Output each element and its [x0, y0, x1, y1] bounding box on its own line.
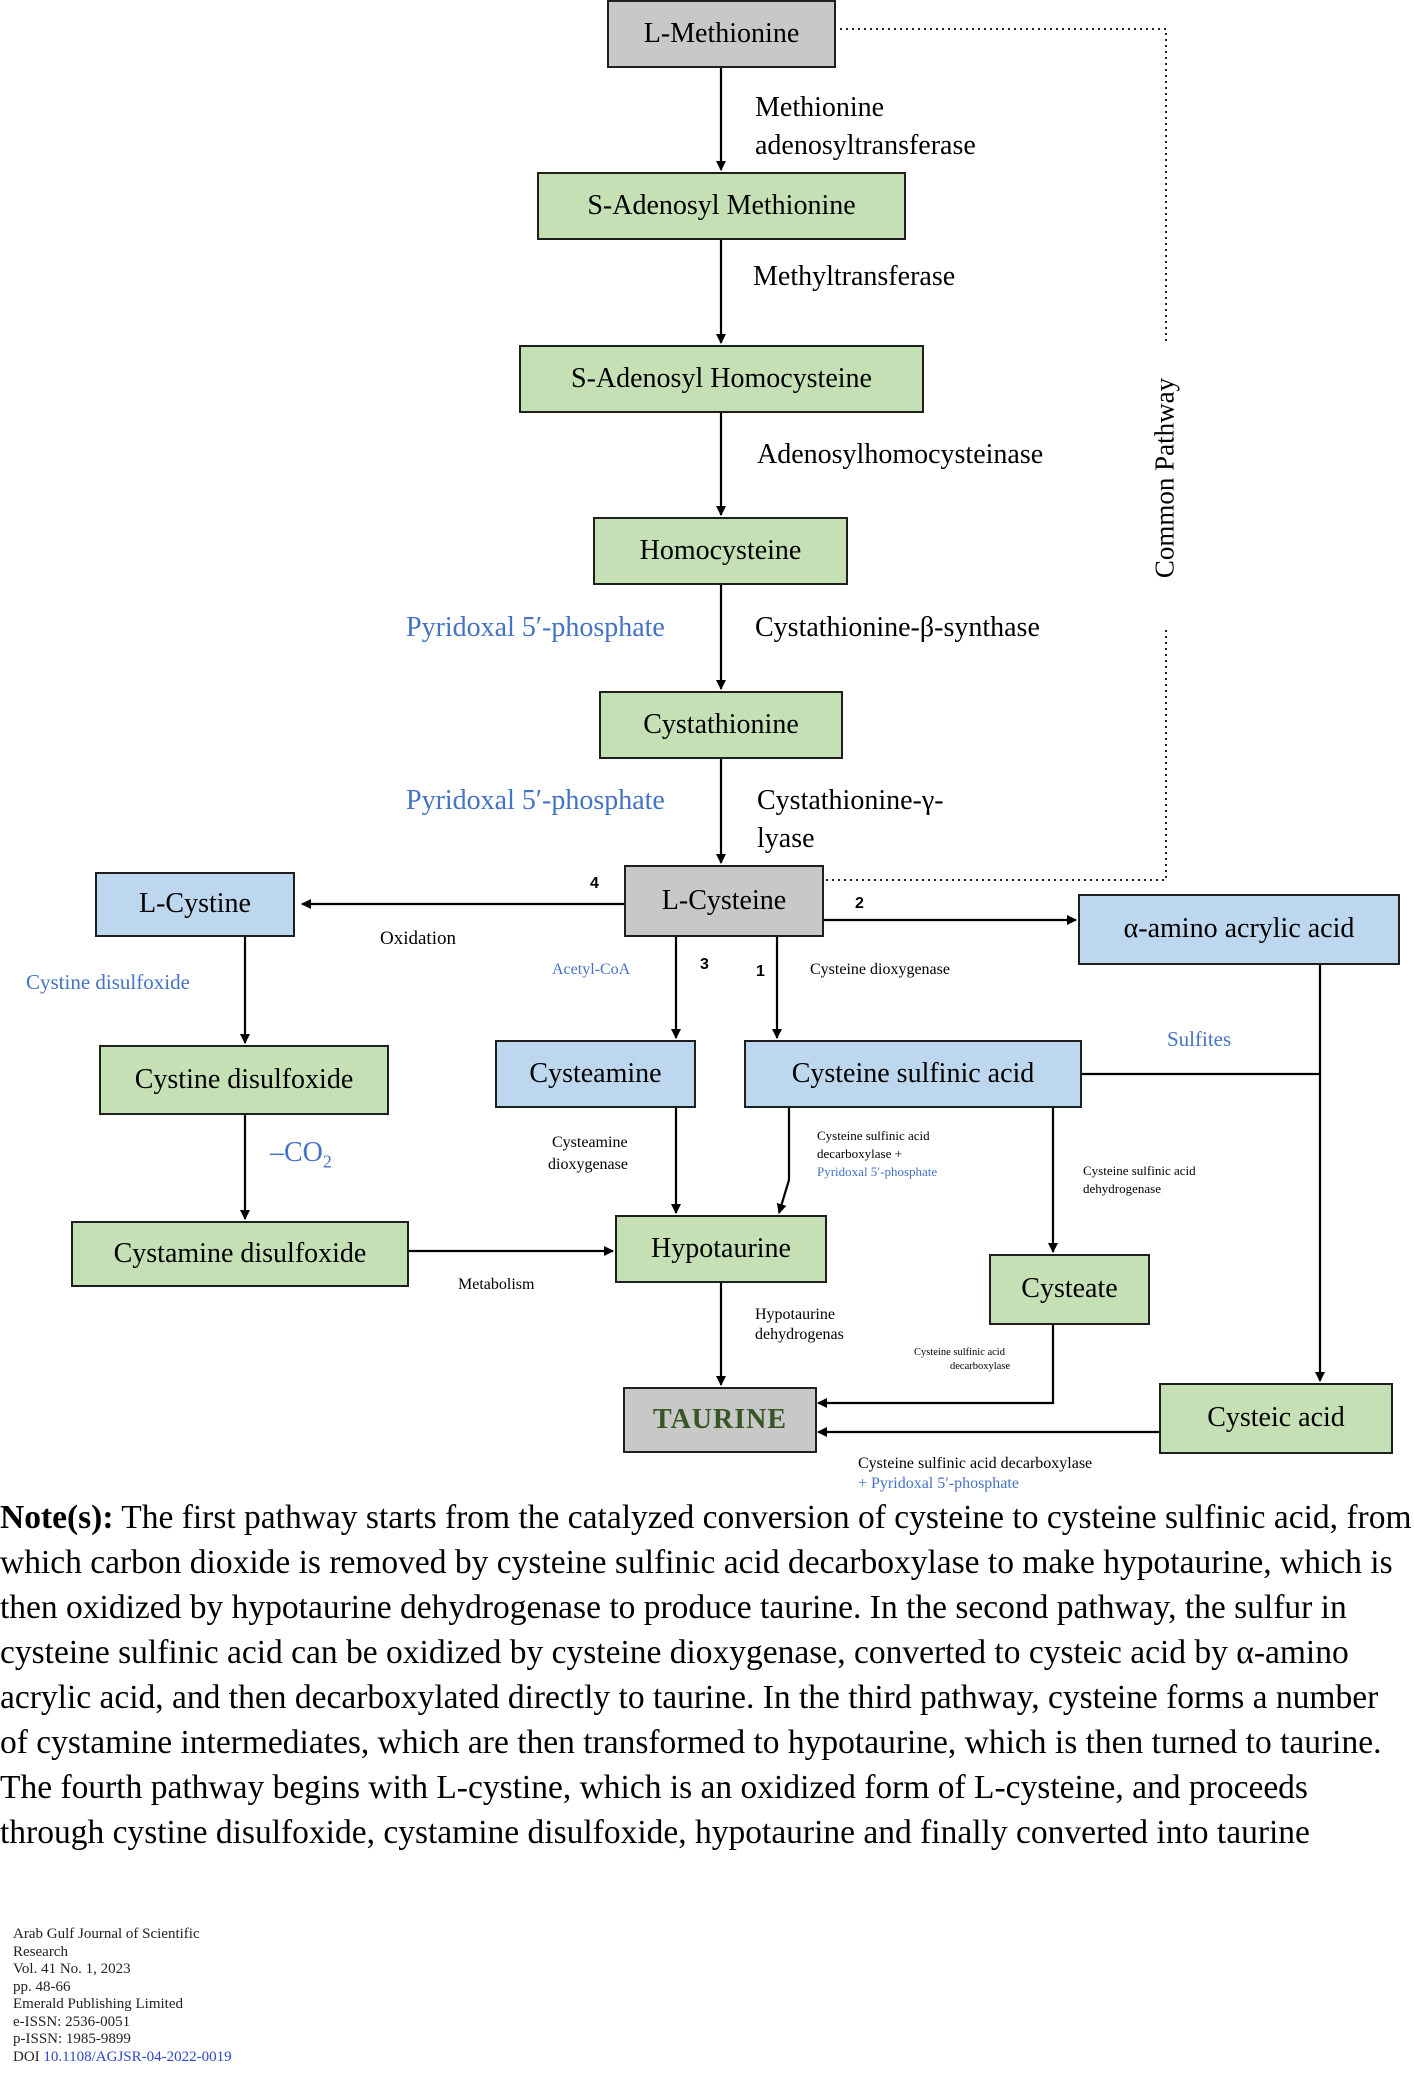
- label-cysteine-dioxygenase: Cysteine dioxygenase: [810, 961, 950, 978]
- label-csa-dehydrogenase-1: Cysteine sulfinic acid: [1083, 1163, 1196, 1178]
- node-l-methionine: L-Methionine: [607, 0, 836, 68]
- doi-prefix: DOI: [13, 2048, 44, 2065]
- label-pyridoxal-2: Pyridoxal 5′-phosphate: [406, 785, 665, 816]
- common-pathway-dotted-bottom: [824, 630, 1167, 881]
- label-minus-co2: –CO2: [270, 1134, 332, 1181]
- label-cystine-disulfoxide-cofactor: Cystine disulfoxide: [26, 970, 190, 994]
- figure-note: Note(s): The first pathway starts from t…: [0, 1495, 1414, 1855]
- pages: pp. 48-66: [13, 1978, 71, 1995]
- node-hypotaurine: Hypotaurine: [615, 1215, 827, 1283]
- volume: Vol. 41 No. 1, 2023: [13, 1961, 131, 1977]
- p-issn: p-ISSN: 1985-9899: [13, 2031, 131, 2047]
- label-methyltransferase: Methyltransferase: [753, 261, 956, 292]
- label-adenosylhomocysteinase: Adenosylhomocysteinase: [757, 439, 1044, 470]
- e-issn: e-ISSN: 2536-0051: [13, 2013, 131, 2030]
- label-hypotaurine-dehydrogenas-2: dehydrogenas: [755, 1326, 844, 1343]
- node-l-cysteine: L-Cysteine: [624, 865, 824, 937]
- label-minus-co: –CO: [270, 1137, 323, 1168]
- label-csad-plp-2: decarboxylase +: [817, 1146, 902, 1161]
- node-alpha-amino-acrylic-acid: α-amino acrylic acid: [1078, 894, 1400, 965]
- doi-line: DOI 10.1108/AGJSR-04-2022-0019: [13, 2049, 232, 2067]
- label-cystathionine-gamma-lyase-2: lyase: [757, 823, 815, 854]
- pathway-number-4: 4: [590, 875, 599, 892]
- label-co2-subscript: 2: [322, 1151, 332, 1172]
- label-csa-dehydrogenase-2: dehydrogenase: [1083, 1181, 1161, 1196]
- publisher: Emerald Publishing Limited: [13, 1996, 183, 2012]
- node-cysteate: Cysteate: [989, 1254, 1150, 1325]
- arrow-sulfinic-to-hypotaurine: [776, 1108, 791, 1214]
- label-cysteate-decarboxylase-1: Cysteine sulfinic acid: [914, 1347, 1005, 1358]
- label-bottom-decarboxylase-1: Cysteine sulfinic acid decarboxylase: [858, 1455, 1093, 1472]
- label-common-pathway: Common Pathway: [1149, 377, 1180, 579]
- pathway-number-3: 3: [700, 956, 709, 973]
- label-csad-plp-1: Cysteine sulfinic acid: [817, 1128, 930, 1143]
- node-cystine-disulfoxide: Cystine disulfoxide: [99, 1045, 389, 1115]
- node-cystathionine: Cystathionine: [599, 691, 843, 759]
- label-csad-plp-3: Pyridoxal 5′-phosphate: [817, 1164, 938, 1179]
- node-s-adenosyl-homocysteine: S-Adenosyl Homocysteine: [519, 345, 924, 413]
- node-homocysteine: Homocysteine: [593, 517, 848, 585]
- pathway-number-2: 2: [855, 895, 864, 912]
- label-bottom-plp: Pyridoxal 5′-phosphate: [871, 1475, 1019, 1492]
- node-cysteamine: Cysteamine: [495, 1040, 696, 1108]
- label-metabolism: Metabolism: [458, 1276, 535, 1293]
- label-methionine-adenosyltransferase-1: Methionine: [755, 92, 885, 123]
- label-cysteamine-dioxygenase-2: dioxygenase: [548, 1156, 628, 1173]
- note-text: The first pathway starts from the cataly…: [0, 1499, 1412, 1851]
- journal-name-2: Research: [13, 1943, 68, 1960]
- label-cysteamine-dioxygenase-1: Cysteamine: [552, 1134, 628, 1151]
- arrow-cysteate-to-taurine: [817, 1325, 1055, 1408]
- label-cystathionine-gamma-lyase-1: Cystathionine-γ-: [757, 785, 944, 816]
- label-bottom-plus: +: [858, 1475, 872, 1492]
- publication-info: Arab Gulf Journal of Scientific Research…: [13, 1926, 232, 2066]
- node-cysteine-sulfinic-acid: Cysteine sulfinic acid: [744, 1040, 1082, 1108]
- node-cystamine-disulfoxide: Cystamine disulfoxide: [71, 1221, 409, 1287]
- label-pyridoxal-1: Pyridoxal 5′-phosphate: [406, 612, 665, 643]
- label-hypotaurine-dehydrogenas-1: Hypotaurine: [755, 1306, 835, 1323]
- label-methionine-adenosyltransferase-2: adenosyltransferase: [755, 130, 976, 161]
- label-oxidation: Oxidation: [380, 928, 456, 949]
- note-heading: Note(s):: [0, 1499, 114, 1536]
- label-bottom-decarboxylase-2: + Pyridoxal 5′-phosphate: [858, 1474, 1019, 1493]
- node-cysteic-acid: Cysteic acid: [1159, 1383, 1393, 1454]
- node-l-cystine: L-Cystine: [95, 872, 295, 937]
- journal-name-1: Arab Gulf Journal of Scientific: [13, 1926, 200, 1942]
- doi-link[interactable]: 10.1108/AGJSR-04-2022-0019: [43, 2048, 232, 2065]
- label-sulfites: Sulfites: [1167, 1027, 1232, 1051]
- label-cysteate-decarboxylase-2: decarboxylase: [950, 1361, 1011, 1372]
- node-taurine: TAURINE: [623, 1387, 817, 1453]
- common-pathway-dotted-top: [840, 28, 1167, 345]
- label-acetyl-coa: Acetyl-CoA: [552, 961, 631, 978]
- node-s-adenosyl-methionine: S-Adenosyl Methionine: [537, 172, 906, 240]
- label-cystathionine-beta-synthase: Cystathionine-β-synthase: [755, 612, 1040, 643]
- pathway-number-1: 1: [756, 963, 765, 980]
- pathway-connectors: [240, 28, 1325, 1437]
